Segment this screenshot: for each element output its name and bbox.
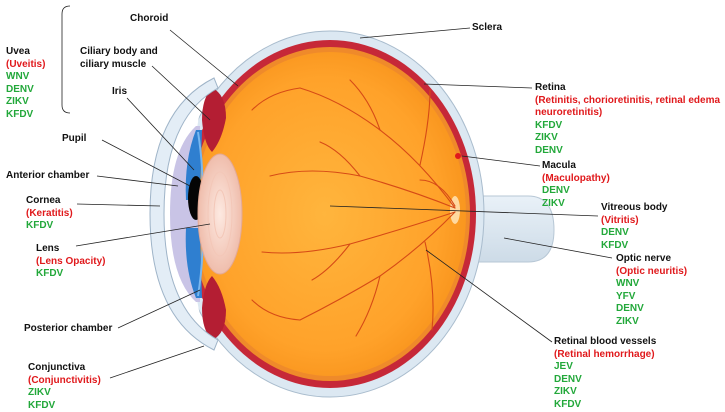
optic-nerve-disease: (Optic neuritis) xyxy=(616,265,688,277)
retinal-vessels-virus: ZIKV xyxy=(554,386,577,397)
retinal-vessels-virus: JEV xyxy=(554,361,573,372)
posterior-chamber-label: Posterior chamber xyxy=(24,323,112,336)
lens-virus: KFDV xyxy=(36,268,64,279)
retina-virus: DENV xyxy=(535,144,563,156)
ciliary-line-1: Ciliary body and xyxy=(80,46,158,57)
posterior-chamber-name: Posterior chamber xyxy=(24,323,113,334)
vitreous-virus: DENV xyxy=(601,227,629,238)
pupil-name: Pupil xyxy=(62,133,87,144)
anterior-chamber-label: Anterior chamber xyxy=(6,170,89,183)
choroid-name: Choroid xyxy=(130,13,169,24)
iris-shape-lower xyxy=(185,228,202,298)
optic-nerve-label: Optic nerve (Optic neuritis) WNV YFV DEN… xyxy=(616,253,687,328)
retinal-vessels-label: Retinal blood vessels (Retinal hemorrhag… xyxy=(554,336,656,411)
optic-nerve-virus: WNV xyxy=(616,278,640,289)
conjunctiva-name: Conjunctiva xyxy=(28,362,86,373)
uvea-virus: WNV xyxy=(6,71,30,82)
macula-spot xyxy=(455,153,461,159)
cornea-label: Cornea (Keratitis) KFDV xyxy=(26,195,73,233)
uvea-virus: DENV xyxy=(6,83,34,95)
macula-virus: DENV xyxy=(542,185,570,196)
retina-virus: ZIKV xyxy=(535,132,558,143)
uvea-disease: (Uveitis) xyxy=(6,58,46,70)
lens-name: Lens xyxy=(36,243,60,254)
cornea-disease: (Keratitis) xyxy=(26,207,73,219)
vitreous-disease: (Vitritis) xyxy=(601,214,639,226)
retina-disease-2: neuroretinitis) xyxy=(535,107,603,118)
sclera-name: Sclera xyxy=(472,22,503,33)
cornea-virus: KFDV xyxy=(26,220,54,231)
ciliary-label: Ciliary body and ciliary muscle xyxy=(80,46,158,71)
uvea-label: Uvea (Uveitis) WNV DENV ZIKV KFDV xyxy=(6,46,45,121)
uvea-virus: KFDV xyxy=(6,108,34,120)
retina-name: Retina xyxy=(535,82,566,93)
optic-nerve-name: Optic nerve xyxy=(616,253,672,264)
iris-name: Iris xyxy=(112,86,128,97)
retina-virus: KFDV xyxy=(535,119,563,131)
retinal-vessels xyxy=(251,79,456,337)
vitreous-body xyxy=(194,52,466,376)
uvea-virus: ZIKV xyxy=(6,96,29,107)
retinal-vessels-disease: (Retinal hemorrhage) xyxy=(554,348,655,360)
retinal-vessels-virus: DENV xyxy=(554,373,582,385)
ciliary-body-lower xyxy=(202,276,226,340)
choroid-label: Choroid xyxy=(130,13,168,26)
macula-disease: (Maculopathy) xyxy=(542,172,610,184)
vitreous-virus: KFDV xyxy=(601,239,629,251)
macula-label: Macula (Maculopathy) DENV ZIKV xyxy=(542,160,610,210)
anterior-chamber-name: Anterior chamber xyxy=(6,170,90,181)
lens-disease: (Lens Opacity) xyxy=(36,255,106,267)
retinal-vessels-virus: KFDV xyxy=(554,398,582,410)
iris-label: Iris xyxy=(112,86,127,99)
optic-disc xyxy=(450,196,460,224)
cornea-shell xyxy=(149,77,219,351)
retina-label: Retina (Retinitis, chorioretinitis, reti… xyxy=(535,82,720,157)
macula-name: Macula xyxy=(542,160,576,171)
vitreous-label: Vitreous body (Vitritis) DENV KFDV xyxy=(601,202,668,252)
uvea-name: Uvea xyxy=(6,46,30,57)
conjunctiva-virus: KFDV xyxy=(28,399,56,411)
lens-label: Lens (Lens Opacity) KFDV xyxy=(36,243,105,281)
vitreous-name: Vitreous body xyxy=(601,202,668,213)
conjunctiva-disease: (Conjunctivitis) xyxy=(28,374,101,386)
conjunctiva-label: Conjunctiva (Conjunctivitis) ZIKV KFDV xyxy=(28,362,101,412)
sclera-label: Sclera xyxy=(472,22,502,35)
lens-shape xyxy=(197,153,243,275)
optic-nerve-virus: ZIKV xyxy=(616,315,639,327)
pupil-label: Pupil xyxy=(62,133,86,146)
optic-nerve-virus: YFV xyxy=(616,290,636,302)
macula-virus: ZIKV xyxy=(542,197,565,209)
optic-nerve-virus: DENV xyxy=(616,303,644,314)
ciliary-body-upper xyxy=(202,88,226,152)
cornea-name: Cornea xyxy=(26,195,61,206)
retinal-vessels-name: Retinal blood vessels xyxy=(554,336,657,347)
ciliary-line-2: ciliary muscle xyxy=(80,58,147,70)
conjunctiva-virus: ZIKV xyxy=(28,387,51,398)
retina-disease-1: (Retinitis, chorioretinitis, retinal ede… xyxy=(535,94,721,106)
leader-lines xyxy=(61,5,613,379)
